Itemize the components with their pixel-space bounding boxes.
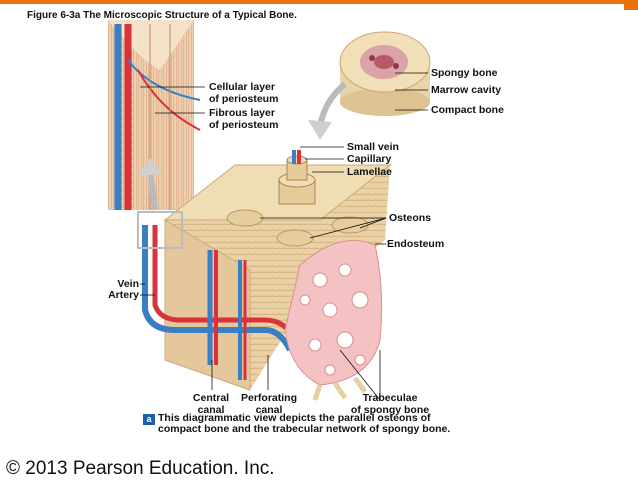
label-fibrous-layer: Fibrous layer of periosteum [209, 107, 278, 131]
figure-caption: This diagrammatic view depicts the paral… [158, 413, 458, 435]
label-osteons: Osteons [389, 212, 431, 224]
label-cellular-layer: Cellular layer of periosteum [209, 81, 278, 105]
label-compact-bone: Compact bone [431, 104, 504, 116]
label-marrow-cavity: Marrow cavity [431, 84, 501, 96]
copyright-notice: © 2013 Pearson Education. Inc. [6, 458, 275, 480]
label-lamellae: Lamellae [347, 166, 392, 178]
osteon-column [279, 150, 315, 204]
bone-cross-section-inset [340, 32, 430, 116]
inset-arrowhead-right [308, 120, 332, 140]
label-capillary: Capillary [347, 153, 391, 165]
label-endosteum: Endosteum [387, 238, 444, 250]
label-spongy-bone: Spongy bone [431, 67, 498, 79]
caption-badge: a [143, 414, 155, 425]
label-artery: Artery [95, 289, 139, 301]
label-small-vein: Small vein [347, 141, 399, 153]
